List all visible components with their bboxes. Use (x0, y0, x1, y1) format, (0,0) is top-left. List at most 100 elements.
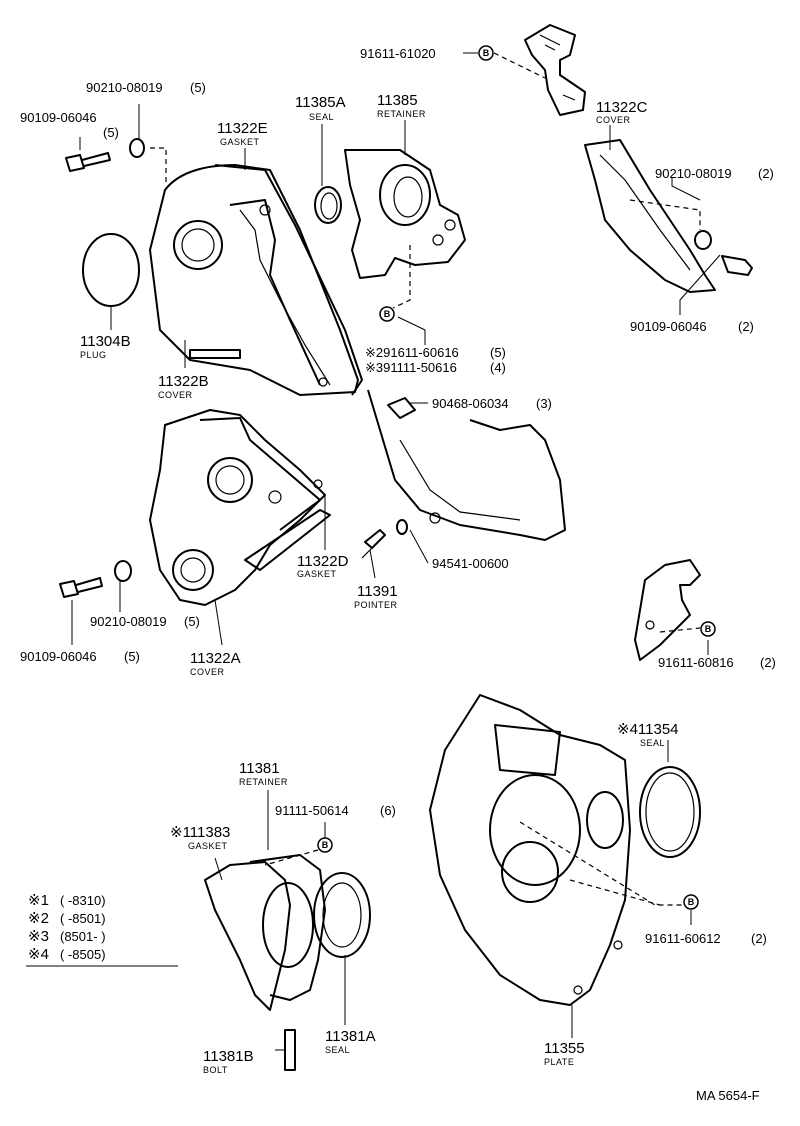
svg-text:※291611-60616: ※291611-60616 (365, 345, 459, 360)
svg-text:※411354: ※411354 (617, 721, 679, 738)
callout-90109-06046-left: 90109-06046 (5) (20, 649, 140, 664)
svg-text:(2): (2) (760, 655, 776, 670)
lower-timing-cover (149, 409, 331, 606)
svg-text:(8501- ): (8501- ) (60, 929, 106, 944)
svg-text:90109-06046: 90109-06046 (20, 110, 97, 125)
svg-text:RETAINER: RETAINER (239, 777, 288, 787)
pointer-11391 (361, 519, 408, 559)
svg-text:11381A: 11381A (325, 1028, 376, 1045)
callout-90210-08019-right: 90210-08019 (2) (655, 166, 774, 181)
svg-text:(5): (5) (184, 614, 200, 629)
legend-row-1: ※1( -8310) (28, 892, 106, 909)
legend-row-2: ※2 ( -8501) (28, 910, 106, 927)
retainer-11385 (344, 149, 466, 279)
bolt-marker-91111-50614: B (317, 837, 333, 853)
svg-text:11304B: 11304B (80, 333, 131, 350)
svg-text:(6): (6) (380, 803, 396, 818)
svg-text:90210-08019: 90210-08019 (90, 614, 167, 629)
svg-text:11381B: 11381B (203, 1048, 254, 1065)
svg-text:SEAL: SEAL (640, 738, 665, 748)
svg-text:90109-06046: 90109-06046 (20, 649, 97, 664)
svg-text:11322E: 11322E (217, 120, 268, 137)
svg-text:(2): (2) (738, 319, 754, 334)
callout-91611-61020: 91611-61020 (360, 46, 436, 61)
serial-range-legend: ※1( -8310) ※2 ( -8501) ※3 (8501- ) ※4 ( -85… (26, 892, 178, 967)
svg-text:POINTER: POINTER (354, 600, 398, 610)
svg-text:GASKET: GASKET (188, 841, 228, 851)
svg-text:B: B (688, 897, 695, 907)
upper-timing-cover (149, 164, 363, 396)
svg-text:※4: ※4 (28, 946, 49, 963)
seal-11354 (639, 766, 701, 858)
svg-text:94541-00600: 94541-00600 (432, 556, 509, 571)
svg-text:11322D: 11322D (297, 553, 349, 570)
svg-text:90109-06046: 90109-06046 (630, 319, 707, 334)
svg-text:B: B (384, 309, 391, 319)
svg-text:RETAINER: RETAINER (377, 109, 426, 119)
rear-retainer-assembly (204, 854, 371, 1071)
bolt-marker-91611-60616: B (379, 306, 395, 322)
svg-text:(5): (5) (103, 125, 119, 140)
seal-11385a (314, 186, 342, 224)
callout-91111-50616: ※391111-50616(4) (365, 360, 506, 375)
svg-text:SEAL: SEAL (325, 1045, 350, 1055)
legend-row-3: ※3 (8501- ) (28, 928, 106, 945)
leader-lines (71, 52, 721, 1051)
svg-text:COVER: COVER (596, 115, 631, 125)
svg-text:※2: ※2 (28, 910, 49, 927)
svg-text:91611-60612: 91611-60612 (645, 931, 721, 946)
svg-text:11355: 11355 (544, 1040, 585, 1057)
bolt-marker-91611-61020: B (478, 45, 494, 61)
svg-text:COVER: COVER (190, 667, 225, 677)
callout-90210-08019-top: 90210-08019(5) (86, 80, 206, 95)
svg-text:(4): (4) (490, 360, 506, 375)
svg-text:(2): (2) (758, 166, 774, 181)
svg-text:11385A: 11385A (295, 94, 346, 111)
diagram-code: MA 5654-F (696, 1088, 760, 1103)
svg-text:※1: ※1 (28, 892, 49, 909)
svg-text:(5): (5) (490, 345, 506, 360)
svg-text:BOLT: BOLT (203, 1065, 228, 1075)
svg-text:(5): (5) (124, 649, 140, 664)
svg-text:SEAL: SEAL (309, 112, 334, 122)
svg-text:(3): (3) (536, 396, 552, 411)
svg-text:11385: 11385 (377, 92, 418, 109)
engine-block (367, 389, 566, 541)
svg-text:11322B: 11322B (158, 373, 209, 390)
callout-90109-06046-top: 90109-06046 (5) (20, 110, 119, 140)
svg-text:COVER: COVER (158, 390, 193, 400)
cover-11322c (584, 139, 753, 293)
callout-90468-06034: 90468-06034 (3) (432, 396, 552, 411)
bolt-marker-91611-60816: B (700, 621, 716, 637)
svg-text:PLUG: PLUG (80, 350, 107, 360)
svg-text:11381: 11381 (239, 760, 280, 777)
svg-text:※3: ※3 (28, 928, 49, 945)
hook-bracket (634, 559, 701, 661)
callout-94541-00600: 94541-00600 (432, 556, 509, 571)
svg-text:( -8501): ( -8501) (60, 911, 106, 926)
svg-text:90210-08019: 90210-08019 (655, 166, 732, 181)
svg-text:90468-06034: 90468-06034 (432, 396, 509, 411)
legend-row-4: ※4 ( -8505) (28, 946, 106, 963)
bolt-marker-91611-60612: B (683, 894, 699, 910)
svg-text:11391: 11391 (357, 583, 398, 600)
callout-91111-50614: 91111-50614(6) (275, 803, 396, 818)
callout-90109-06046-right: 90109-06046 (2) (630, 319, 754, 334)
callout-90210-08019-left: 90210-08019 (5) (90, 614, 200, 629)
end-plate (429, 694, 631, 1006)
svg-text:(2): (2) (751, 931, 767, 946)
svg-text:11322C: 11322C (596, 99, 648, 116)
svg-text:( -8505): ( -8505) (60, 947, 106, 962)
